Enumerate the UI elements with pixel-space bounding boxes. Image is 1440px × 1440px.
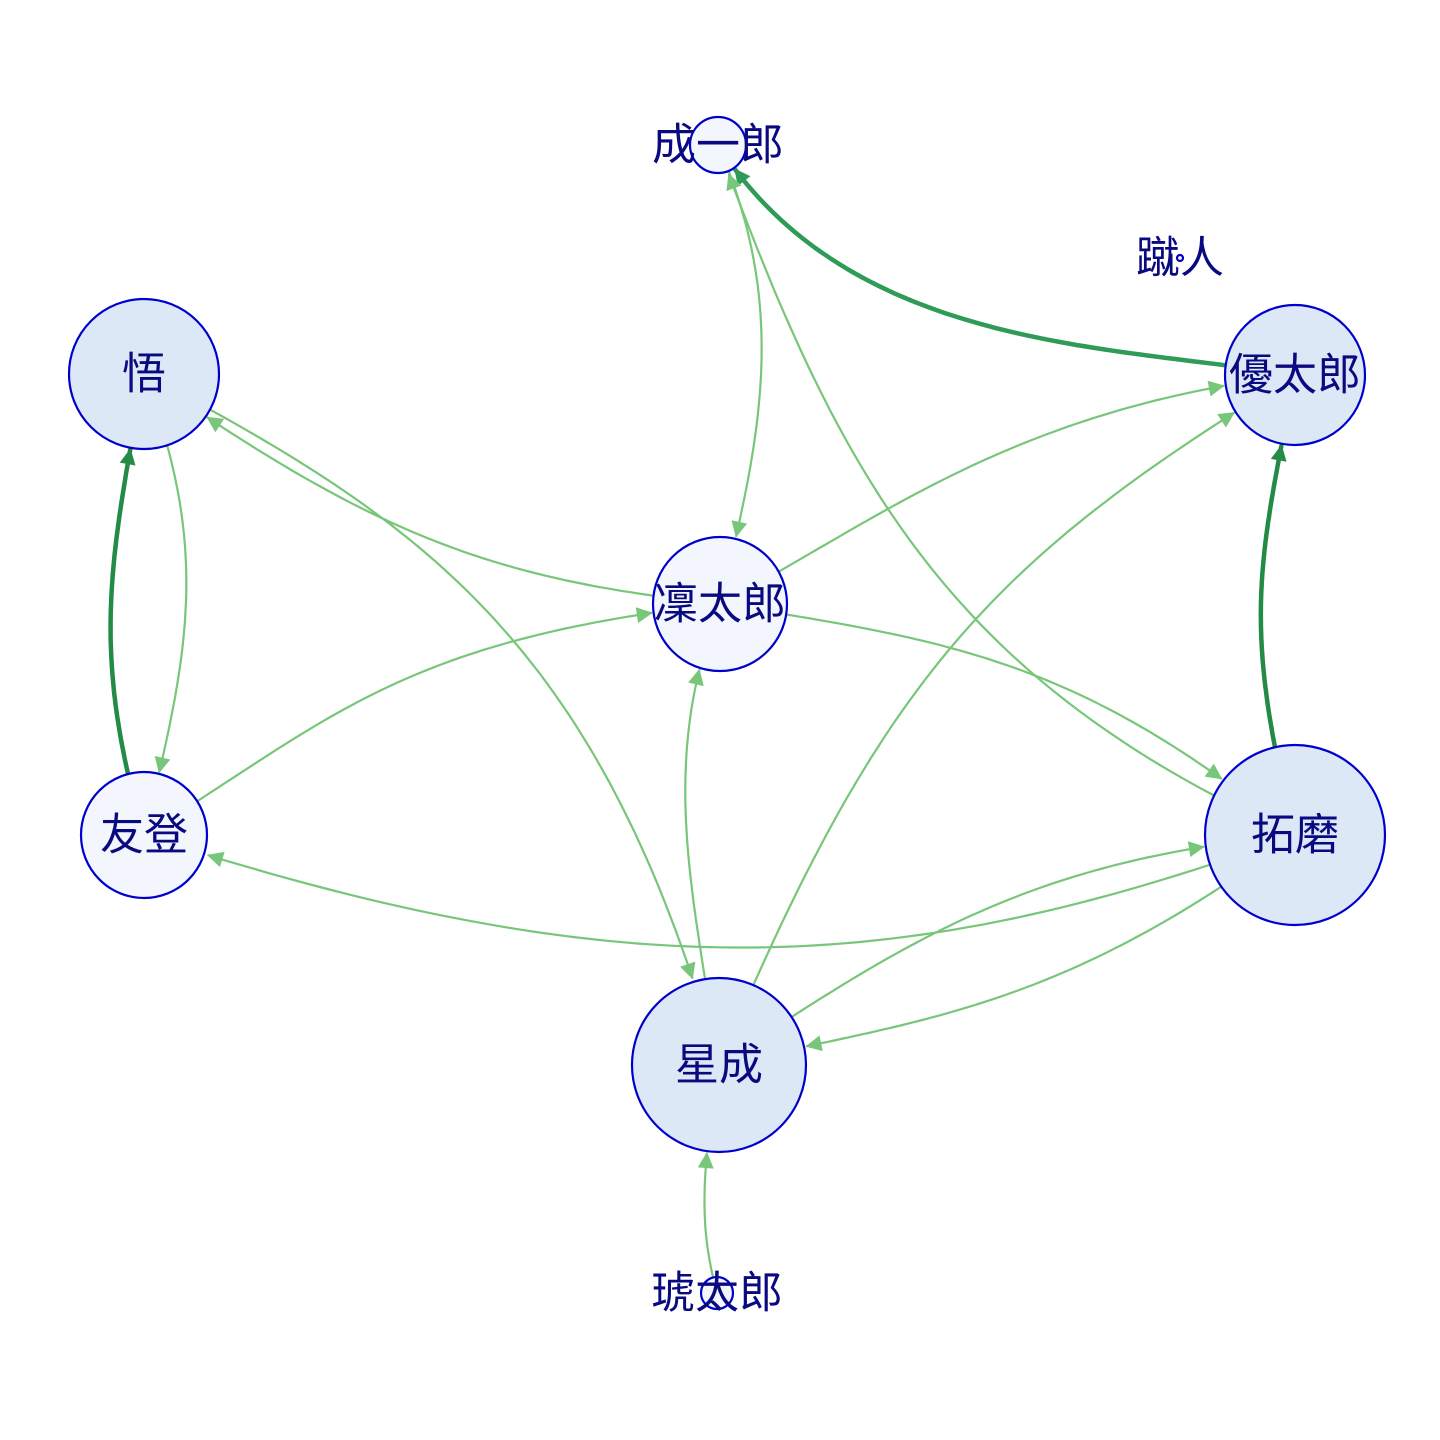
edge-takuma-to-yutaro	[1258, 443, 1287, 749]
node-circle	[67, 297, 221, 451]
edge-takuma-to-yuto	[206, 851, 1211, 949]
node-yuto[interactable]: 友登	[79, 770, 209, 900]
edge-seisei-to-yutaro	[752, 411, 1236, 985]
node-circle	[1175, 253, 1185, 263]
node-satoru[interactable]: 悟	[67, 297, 221, 451]
edge-satoru-to-seisei	[210, 409, 696, 980]
node-label: 琥太郎	[651, 1268, 783, 1319]
node-label: 拓磨	[1251, 810, 1339, 861]
node-label: 優太郎	[1229, 350, 1361, 401]
node-seiichiro[interactable]: 成一郎	[652, 115, 784, 175]
edge-seisei-to-takuma	[791, 841, 1205, 1018]
edge-rintaro-to-yutaro	[778, 380, 1225, 573]
edge-seiichiro-to-rintaro	[727, 170, 763, 538]
node-label: 星成	[675, 1040, 763, 1091]
edge-yutaro-to-seiichiro	[733, 167, 1228, 368]
node-circle	[688, 115, 748, 175]
edge-yuto-to-rintaro	[196, 607, 653, 802]
node-circle	[1203, 743, 1387, 927]
node-takuma[interactable]: 拓磨	[1203, 743, 1387, 927]
node-yutaro[interactable]: 優太郎	[1223, 303, 1367, 447]
node-circle	[699, 1275, 735, 1311]
node-label: 成一郎	[652, 120, 784, 171]
node-shuto[interactable]: 蹴人	[1136, 233, 1224, 284]
node-circle	[630, 976, 808, 1154]
edge-satoru-to-yuto	[154, 444, 188, 774]
node-rintaro[interactable]: 凜太郎	[651, 535, 789, 673]
edge-yuto-to-satoru	[108, 447, 136, 776]
node-kotaro[interactable]: 琥太郎	[651, 1268, 783, 1319]
node-label: 凜太郎	[654, 579, 786, 630]
node-label: 悟	[122, 349, 166, 400]
edge-kotaro-to-seisei	[697, 1152, 715, 1279]
edge-seisei-to-rintaro	[684, 668, 707, 980]
node-circle	[1223, 303, 1367, 447]
edge-rintaro-to-satoru	[206, 416, 655, 597]
node-circle	[79, 770, 209, 900]
node-circle	[651, 535, 789, 673]
node-label: 蹴人	[1136, 233, 1224, 284]
node-seisei[interactable]: 星成	[630, 976, 808, 1154]
edges-layer	[108, 167, 1287, 1279]
node-label: 友登	[100, 810, 188, 861]
edge-takuma-to-seisei	[805, 885, 1222, 1052]
edge-rintaro-to-takuma	[785, 613, 1223, 780]
edge-takuma-to-seiichiro	[726, 173, 1214, 796]
